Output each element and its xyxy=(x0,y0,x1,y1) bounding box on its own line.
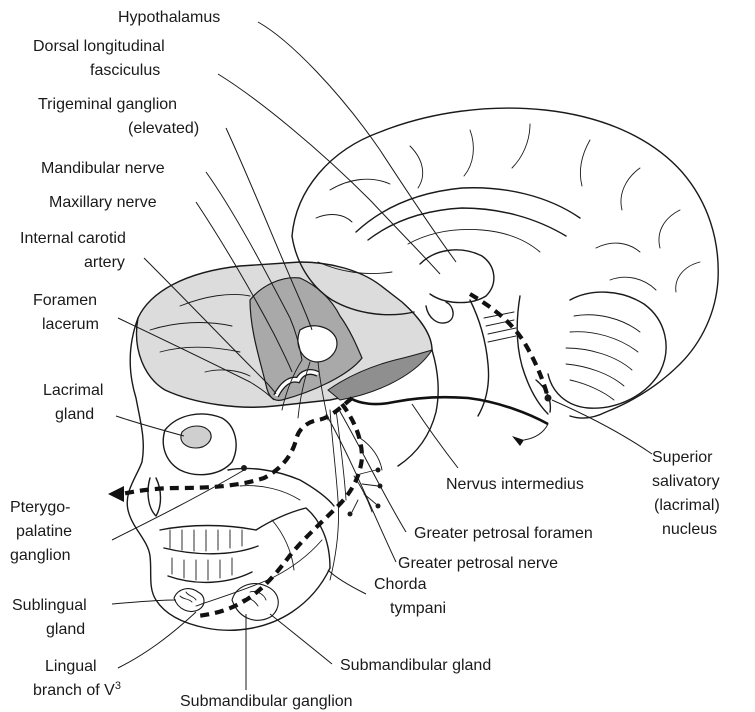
label-lingual-2: branch of V3 xyxy=(33,680,121,699)
leader-submandibular-gland xyxy=(270,614,332,664)
label-superior-3: (lacrimal) xyxy=(654,497,720,514)
label-nervus-intermedius: Nervus intermedius xyxy=(446,476,584,493)
leader-lacrimal xyxy=(116,416,184,436)
label-internal-carotid-1: Internal carotid xyxy=(20,230,126,247)
label-dorsal-longitudinal-2: fasciculus xyxy=(90,62,160,79)
label-submandibular-gland: Submandibular gland xyxy=(340,657,491,674)
label-pterygo-3: ganglion xyxy=(10,547,71,564)
label-superior-4: nucleus xyxy=(662,521,717,538)
leader-sublingual xyxy=(112,600,176,604)
label-greater-petrosal-foramen: Greater petrosal foramen xyxy=(414,525,593,542)
cerebellum xyxy=(548,292,666,408)
label-superior-1: Superior xyxy=(652,449,713,466)
label-pterygo-1: Pterygo- xyxy=(10,499,70,516)
label-lacrimal-gland-2: gland xyxy=(55,406,94,423)
leader-pterygopalatine xyxy=(112,470,244,540)
lacrimal-gland-shape xyxy=(181,426,211,448)
label-lacrimal-gland-1: Lacrimal xyxy=(43,382,103,399)
label-maxillary-nerve: Maxillary nerve xyxy=(49,194,157,211)
label-lingual-2-text: branch of V xyxy=(33,682,115,699)
label-foramen-lacerum-1: Foramen xyxy=(33,292,97,309)
trigeminal-ganglion xyxy=(298,326,337,362)
thalamus xyxy=(420,250,494,303)
leader-lingual xyxy=(118,612,196,668)
label-dorsal-longitudinal-1: Dorsal longitudinal xyxy=(33,38,165,55)
leader-chorda-tympani xyxy=(328,570,366,594)
label-hypothalamus: Hypothalamus xyxy=(118,9,220,26)
label-lingual-sup: 3 xyxy=(115,680,121,692)
label-foramen-lacerum-2: lacerum xyxy=(42,316,99,333)
label-sublingual-2: gland xyxy=(46,621,85,638)
label-submandibular-ganglion: Submandibular ganglion xyxy=(180,693,353,710)
label-chorda-2: tympani xyxy=(390,600,446,617)
label-greater-petrosal-nerve: Greater petrosal nerve xyxy=(398,555,558,572)
label-superior-2: salivatory xyxy=(652,473,720,490)
label-pterygo-2: palatine xyxy=(16,523,72,540)
label-internal-carotid-2: artery xyxy=(84,254,125,271)
label-lingual-1: Lingual xyxy=(45,658,97,675)
nervus-intermedius-path xyxy=(350,397,548,424)
leader-dorsal-fasciculus xyxy=(218,74,440,274)
label-sublingual-1: Sublingual xyxy=(12,597,87,614)
label-mandibular-nerve: Mandibular nerve xyxy=(41,160,165,177)
label-trigeminal-1: Trigeminal ganglion xyxy=(38,96,177,113)
label-trigeminal-2: (elevated) xyxy=(128,120,199,137)
label-chorda-1: Chorda xyxy=(374,576,427,593)
